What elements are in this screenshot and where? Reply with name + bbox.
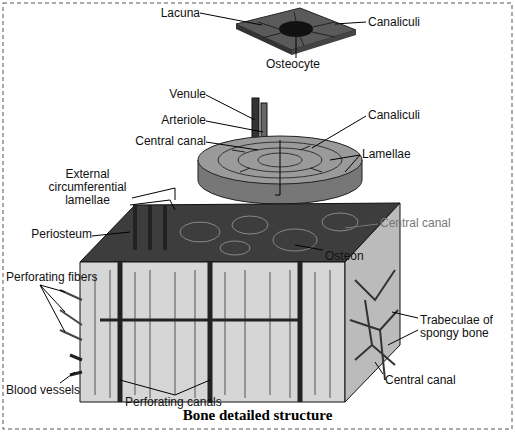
bracket-line: [132, 188, 175, 200]
leader-line: [330, 155, 360, 172]
leader-line: [296, 37, 297, 58]
leader-line: [60, 372, 75, 383]
part-label: Venule: [150, 88, 206, 101]
canaliculi-lines: [232, 146, 322, 172]
part-label: Lamellae: [362, 148, 432, 161]
part-label: Central canal: [385, 374, 475, 387]
block-side: [345, 203, 400, 402]
leader-line: [375, 362, 383, 374]
osteon-ring: [220, 241, 250, 255]
trabeculae: [350, 270, 398, 380]
leader-line: [206, 142, 258, 150]
part-label: Central canal: [380, 217, 470, 230]
osteon-rings: [180, 213, 358, 255]
leader-line: [295, 245, 323, 250]
part-label: Central canal: [110, 135, 206, 148]
part-label: Canaliculi: [368, 16, 448, 29]
part-label: Osteocyte: [266, 58, 336, 71]
leader-line: [335, 22, 366, 24]
part-label: External circumferential lamellae: [40, 168, 135, 207]
part-label: Blood vessels: [6, 384, 96, 397]
part-label: Arteriole: [140, 114, 206, 127]
spongy-bone: [350, 270, 398, 380]
perforating-canals: [120, 262, 300, 402]
leader-line: [206, 121, 263, 132]
leader-line: [206, 95, 255, 120]
part-label: Canaliculi: [368, 109, 448, 122]
perforating-canal: [100, 319, 300, 322]
part-label: Osteon: [325, 250, 385, 263]
leader-line: [92, 232, 130, 236]
circumferential-lamellae: [135, 205, 165, 250]
dashed-border: [3, 3, 512, 429]
osteon-ring: [232, 216, 268, 234]
leader-line: [312, 116, 366, 148]
osteocyte-shape: [279, 21, 313, 37]
perforating-fibers: [60, 290, 82, 340]
bracket-line: [275, 140, 280, 195]
part-label: Lacuna: [150, 7, 200, 20]
part-label: Perforating fibers: [6, 271, 116, 284]
leader-line: [200, 13, 262, 25]
osteon-ring: [180, 222, 220, 242]
leader-line: [388, 312, 418, 345]
leader-line: [120, 380, 210, 395]
leader-lines: [40, 13, 418, 395]
leader-line: [345, 224, 378, 228]
block-top: [80, 203, 400, 262]
osteon-ring: [322, 213, 358, 231]
blood-vessels: [70, 355, 82, 375]
caption: Bone detailed structure: [0, 407, 515, 424]
part-label: Trabeculae of spongy bone: [420, 314, 512, 340]
bracket-line: [130, 200, 170, 205]
block-front: [80, 262, 345, 402]
bracket-line: [170, 200, 175, 210]
leader-line: [40, 285, 65, 332]
part-label: Periosteum: [22, 228, 92, 241]
